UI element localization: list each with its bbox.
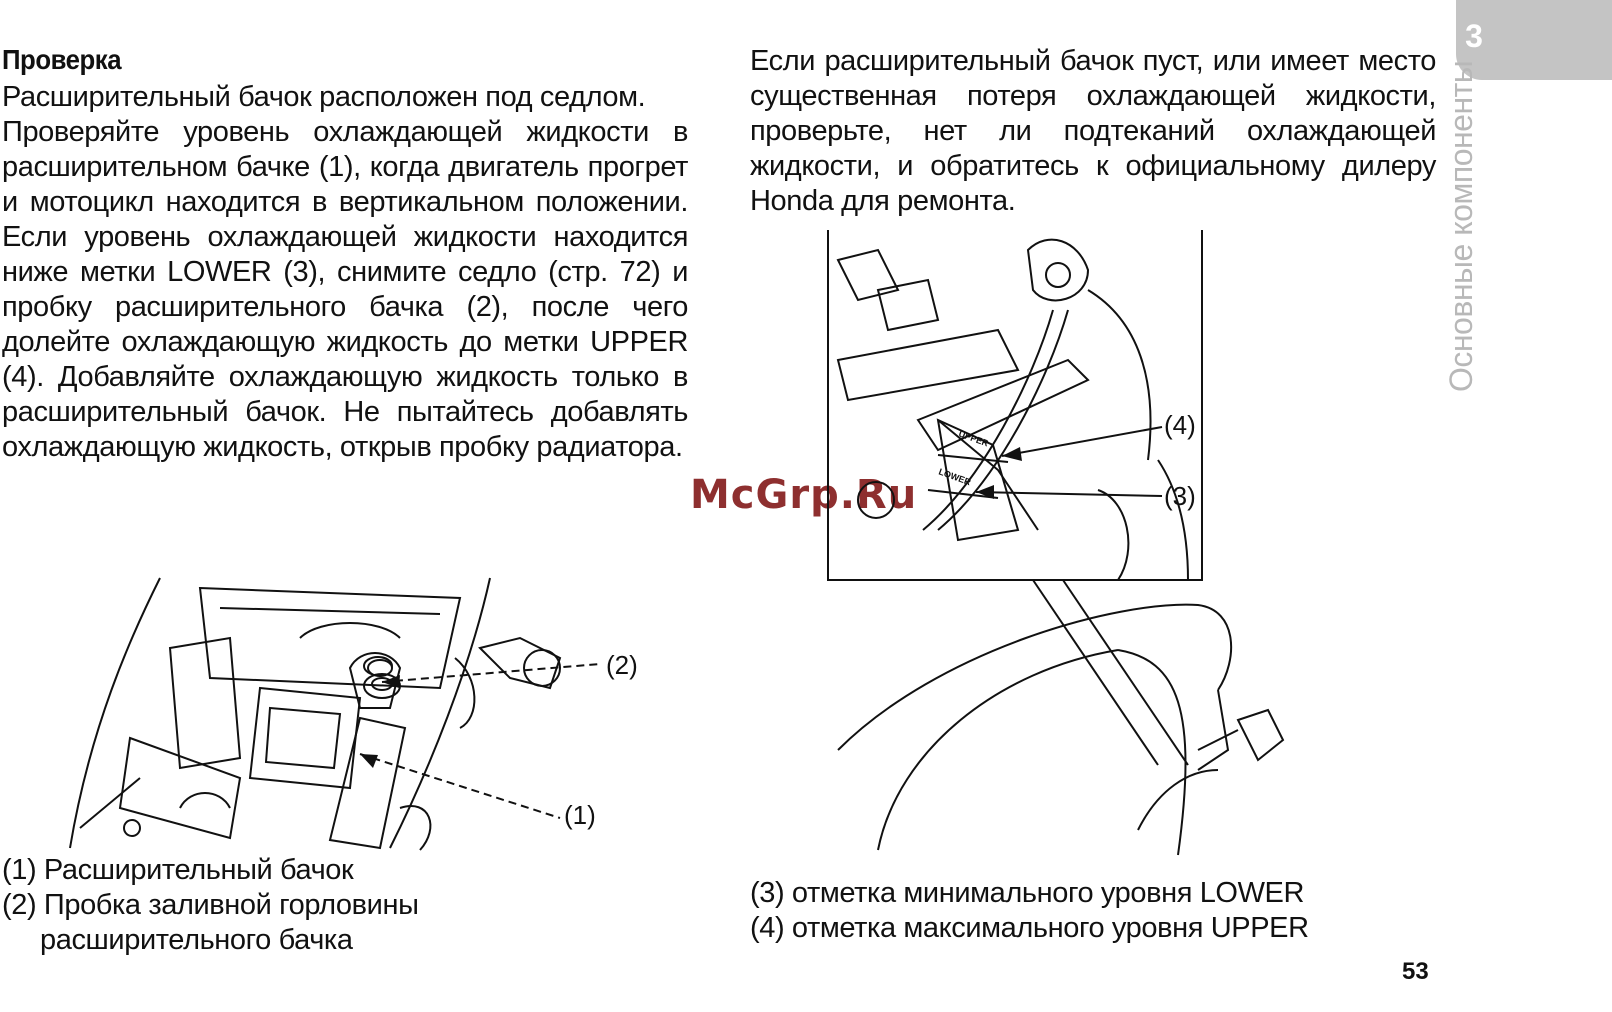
caption-4: (4) отметка максимального уровня UPPER xyxy=(750,912,1309,944)
watermark: McGrp.Ru xyxy=(690,472,918,518)
caption-2: (2) Пробка заливной горловины xyxy=(2,889,419,921)
caption-1: (1) Расширительный бачок xyxy=(2,854,354,886)
right-figure-captions: (3) отметка минимального уровня LOWER (4… xyxy=(750,876,1309,946)
section-number: 3 xyxy=(1465,18,1483,54)
reserve-tank-illustration: (2) (1) xyxy=(69,577,638,851)
level-marks-illustration: UPPER LOWER (4) (3) xyxy=(827,230,1285,856)
section-tab xyxy=(1456,0,1612,80)
lower-mark-text: LOWER xyxy=(937,466,972,487)
left-column: Расширительный бачок расположен под седл… xyxy=(2,80,688,465)
caption-3: (3) отметка минимального уровня LOWER xyxy=(750,877,1305,909)
left-figure-captions: (1) Расширительный бачок (2) Пробка зали… xyxy=(2,853,419,958)
page-number: 53 xyxy=(1402,958,1429,985)
callout-2: (2) xyxy=(606,650,638,680)
page-heading: Проверка xyxy=(2,44,122,75)
instructions-paragraph: Проверяйте уровень охлаждающей жидкости … xyxy=(2,116,688,463)
callout-1: (1) xyxy=(564,800,596,830)
right-column: Если расширительный бачок пуст, или имее… xyxy=(750,44,1436,219)
warning-paragraph: Если расширительный бачок пуст, или имее… xyxy=(750,45,1436,217)
upper-mark-text: UPPER xyxy=(957,428,990,448)
callout-4: (4) xyxy=(1164,410,1196,440)
callout-3: (3) xyxy=(1164,481,1196,511)
caption-2-continued: расширительного бачка xyxy=(40,924,353,956)
section-title: Основные компоненты xyxy=(1443,60,1479,392)
intro-paragraph: Расширительный бачок расположен под седл… xyxy=(2,81,646,113)
